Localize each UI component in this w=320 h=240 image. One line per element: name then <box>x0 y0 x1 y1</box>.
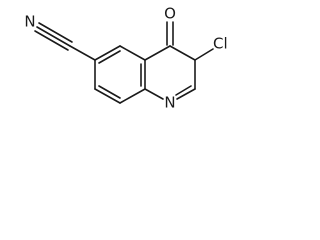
triple-bond-c-n-center <box>36 26 71 47</box>
bond-c8-c8a <box>119 88 146 104</box>
benzene-ring <box>94 45 146 104</box>
oxygen-label: O <box>164 5 176 23</box>
bond-c6-cn <box>69 45 96 61</box>
bond-n1-c8a <box>144 88 164 100</box>
bond-c2-n1 <box>176 88 196 100</box>
double-bond-c2-n1 <box>175 85 192 96</box>
bond-c4-c3 <box>169 45 196 61</box>
bond-c7-c8 <box>94 88 121 104</box>
nitrile-group <box>34 22 96 61</box>
bond-c5-c6 <box>94 45 121 61</box>
double-bond-c5-c6 <box>98 50 121 64</box>
ring-nitrogen-label: N <box>164 94 175 112</box>
double-bond-c7-c8 <box>98 85 121 99</box>
triple-bond-c-n-upper <box>38 22 73 43</box>
pyridinone-ring <box>144 45 196 100</box>
chlorine-label: Cl <box>213 35 228 53</box>
nitrile-nitrogen-label: N <box>24 13 35 31</box>
bond-c4a-c4 <box>144 45 171 61</box>
triple-bond-c-n-lower <box>34 30 69 51</box>
bond-c3-cl <box>194 48 214 61</box>
chemical-structure: O Cl N N <box>24 5 228 112</box>
bond-c4a-c5 <box>119 45 146 61</box>
carbonyl-group <box>166 21 174 46</box>
